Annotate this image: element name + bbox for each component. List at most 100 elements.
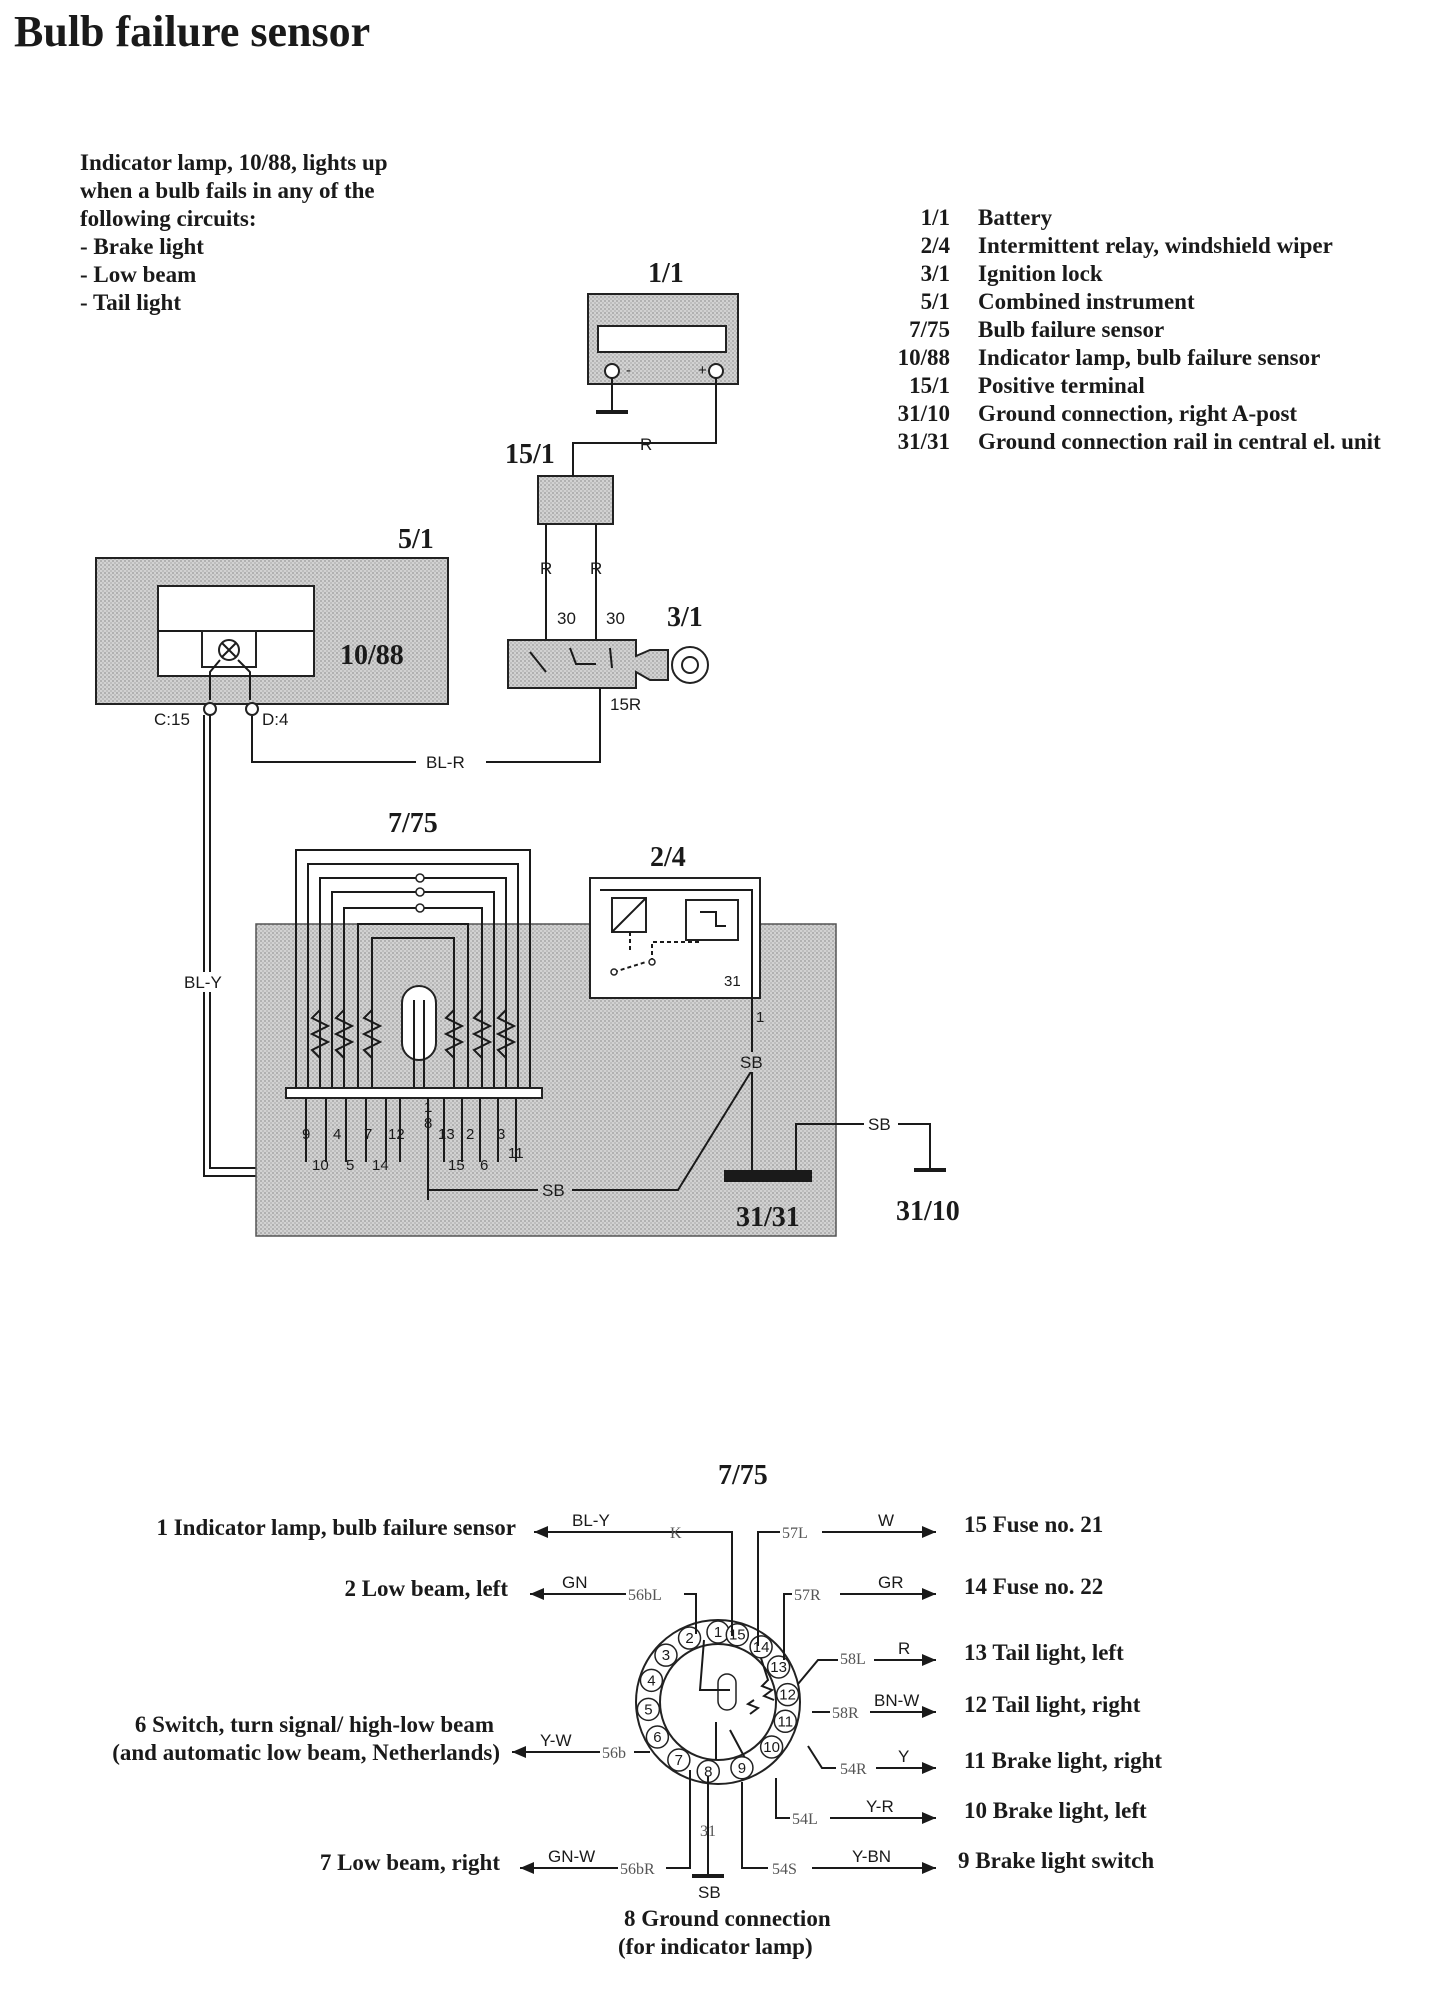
legend-desc: Battery (978, 205, 1053, 230)
sensor-pin: 1 (424, 1099, 432, 1116)
combined-instrument: 5/1 10/88 C:15 D:4 (95, 524, 449, 729)
terminal-1: 1 (756, 1009, 764, 1026)
wire-color-label: SB (868, 1115, 891, 1134)
ignition-lock: 3/1 30 30 15R (507, 602, 709, 714)
wire-color-label: BL-Y (184, 973, 222, 992)
wire-color: Y-W (540, 1731, 572, 1750)
wire-line (797, 1659, 838, 1685)
label-gap (538, 1180, 572, 1200)
pin-code: 54S (772, 1861, 797, 1878)
arrow-right-icon (922, 1812, 936, 1824)
key-cylinder-icon (671, 646, 709, 684)
battery-negative-terminal (604, 363, 620, 379)
arrow-right-icon (922, 1526, 936, 1538)
sensor-pin: 10 (312, 1157, 329, 1174)
relay-timer-icon (685, 899, 739, 941)
legend-code: 3/1 (921, 261, 950, 286)
junction (415, 887, 425, 897)
legend-desc: Bulb failure sensor (978, 317, 1164, 342)
ignition-contacts (529, 647, 613, 673)
switch-contact (648, 958, 656, 966)
resistor-icon (309, 1009, 331, 1059)
connector-desc: 11 Brake light, right (964, 1748, 1162, 1773)
arrow-right-icon (922, 1588, 936, 1600)
arrow-left-icon (534, 1526, 548, 1538)
indicator-lamp-label: 10/88 (340, 640, 404, 671)
connector-desc: 10 Brake light, left (964, 1798, 1147, 1823)
wire-line (757, 1531, 780, 1646)
sensor-pin-leads (305, 1098, 517, 1200)
lamp-leads (209, 659, 251, 700)
connector-pin (759, 1735, 784, 1759)
connector-pin (654, 1643, 678, 1667)
connector-pin-number: 4 (647, 1672, 655, 1689)
ground-wire-color: SB (698, 1883, 721, 1902)
sensor-pin: 6 (480, 1157, 488, 1174)
connector-right-entries: 57L W 15 Fuse no. 21 57R GR 14 Fuse no. … (741, 1511, 1162, 1878)
junction (415, 903, 425, 913)
ignition-lock-label: 3/1 (667, 602, 703, 633)
battery-cells (597, 325, 727, 353)
legend-desc: Positive terminal (978, 373, 1145, 398)
connector-left-entries: 1 Indicator lamp, bulb failure sensor BL… (112, 1511, 733, 1878)
positive-terminal: 15/1 (505, 439, 614, 525)
wire-color-label: SB (740, 1053, 763, 1072)
pin-c15: C:15 (154, 710, 190, 729)
connector-pin-number: 12 (779, 1687, 796, 1704)
connector-pin-number: 1 (714, 1624, 722, 1641)
pin-code: K (670, 1525, 682, 1542)
connector-pin-number: 10 (763, 1739, 780, 1756)
wire-color: Y-R (866, 1797, 894, 1816)
key-slot-icon (681, 656, 699, 674)
pin-code: 58L (840, 1651, 866, 1668)
minus-sign: - (626, 362, 631, 379)
wire-battery-positive (572, 378, 717, 470)
pin-d4: D:4 (262, 710, 288, 729)
pin-code: 58R (832, 1705, 859, 1722)
circuit-item: - Low beam (80, 262, 196, 287)
wire-color: R (898, 1639, 910, 1658)
connector-pin-number: 9 (738, 1760, 746, 1777)
legend-code: 2/4 (921, 233, 951, 258)
wire-color: Y-BN (852, 1847, 891, 1866)
ground-desc: 8 Ground connection (624, 1906, 831, 1931)
resistor-icon (471, 1009, 493, 1059)
sensor-loop (319, 877, 507, 1088)
wire-line (684, 1531, 733, 1636)
wire-color-label: SB (542, 1181, 565, 1200)
battery-label: 1/1 (648, 258, 684, 289)
intro-line: following circuits: (80, 206, 257, 231)
legend-code: 10/88 (898, 345, 950, 370)
connector-pin-number: 8 (704, 1763, 712, 1780)
circuit-item: - Brake light (80, 234, 204, 259)
sensor-pin: 15 (448, 1157, 465, 1174)
resistor-icon (333, 1009, 355, 1059)
plus-sign: + (698, 362, 707, 379)
pin-code: 56bL (628, 1587, 662, 1604)
circuit-item: - Tail light (80, 290, 181, 315)
connector-internal-wiring (698, 1639, 775, 1761)
terminal-31: 31 (724, 973, 741, 990)
sensor-loop (357, 923, 469, 1088)
sensor-pin: 9 (302, 1126, 310, 1143)
arrow-right-icon (922, 1654, 936, 1666)
timer-symbol (700, 911, 726, 927)
connector-title: 7/75 (718, 1460, 768, 1491)
page-title: Bulb failure sensor (14, 7, 370, 56)
legend-code: 31/10 (898, 401, 950, 426)
connector-desc: 9 Brake light switch (958, 1848, 1154, 1873)
sensor-pin: 8 (424, 1115, 432, 1132)
battery: 1/1 - + (587, 258, 739, 385)
connector-desc: 7 Low beam, right (320, 1850, 501, 1875)
wire-color: BN-W (874, 1691, 919, 1710)
combined-instrument-label: 5/1 (398, 524, 434, 555)
legend-desc: Ground connection, right A-post (978, 401, 1297, 426)
label-gap (864, 1114, 898, 1134)
legend-code: 1/1 (921, 205, 950, 230)
wiper-relay: 2/4 31 (589, 842, 761, 999)
wire-line (775, 1778, 790, 1819)
resistor-icon (361, 1009, 383, 1059)
pin-code: 57R (794, 1587, 821, 1604)
connector-pin (766, 1655, 791, 1679)
